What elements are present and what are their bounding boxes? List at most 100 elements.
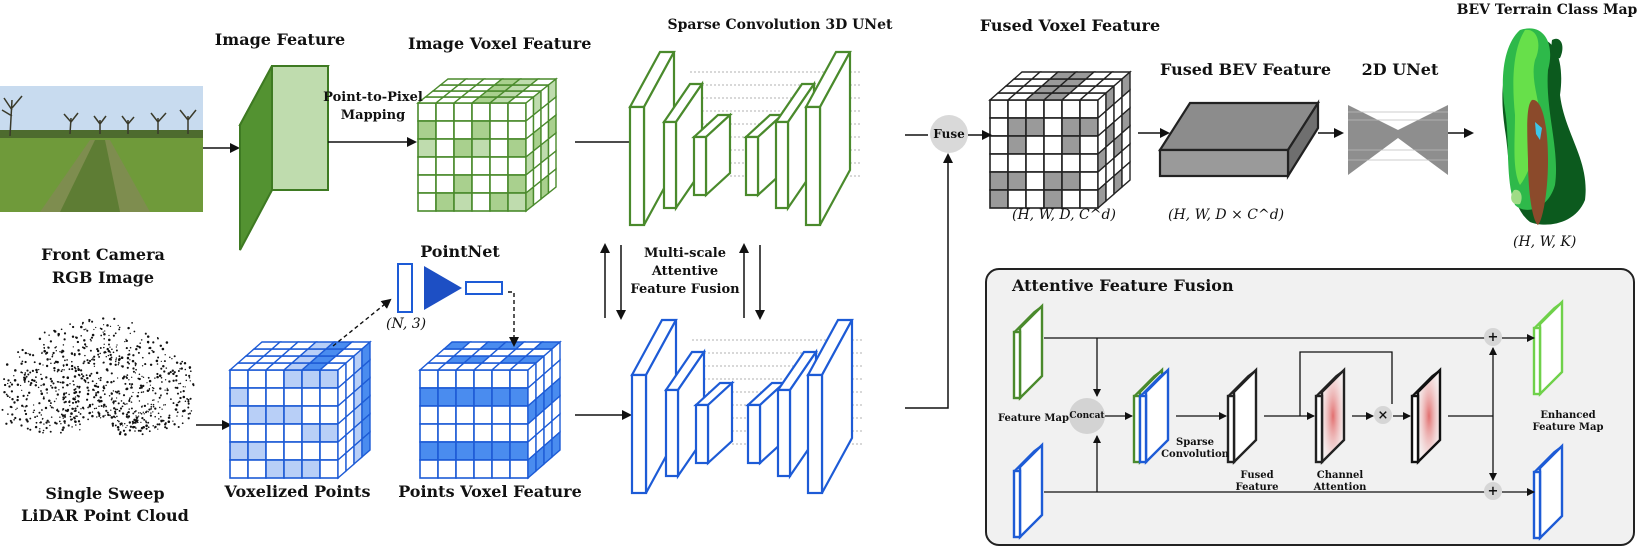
- lidar-point: [48, 421, 50, 423]
- lidar-point: [126, 424, 128, 427]
- lidar-point: [98, 405, 100, 407]
- lidar-point: [24, 360, 27, 364]
- lidar-point: [146, 382, 148, 384]
- unet-layer-front: [804, 105, 822, 227]
- lidar-point: [18, 418, 22, 421]
- lidar-point: [62, 396, 65, 399]
- lidar-point: [105, 405, 107, 408]
- sparse-conv-unets: [628, 50, 862, 495]
- panel-skip-line: [1299, 351, 1393, 416]
- unet-layer-front: [630, 373, 648, 495]
- lidar-point: [97, 399, 99, 402]
- label-channel: Channel: [1316, 470, 1364, 481]
- lidar-point: [91, 333, 95, 337]
- lidar-point: [151, 386, 154, 389]
- lidar-point: [137, 429, 140, 432]
- lidar-point: [70, 418, 73, 421]
- lidar-point: [164, 422, 167, 425]
- lidar-point: [125, 376, 128, 378]
- lidar-point: [41, 418, 44, 420]
- lidar-point: [21, 372, 24, 374]
- lidar-point: [154, 407, 157, 410]
- lidar-point: [73, 383, 75, 386]
- lidar-point: [48, 334, 50, 336]
- lidar-point: [119, 422, 121, 425]
- lidar-point: [49, 430, 52, 433]
- lidar-point: [148, 408, 151, 411]
- lidar-point: [122, 402, 125, 405]
- lidar-point: [171, 369, 174, 372]
- lidar-point: [139, 342, 141, 344]
- label-feature-map: Feature Map: [998, 413, 1069, 424]
- lidar-point: [155, 359, 159, 363]
- fused-voxel-feature-cube: [988, 70, 1132, 210]
- lidar-point: [156, 423, 159, 426]
- lidar-point: [105, 355, 108, 358]
- lidar-point: [141, 433, 144, 436]
- lidar-point: [71, 401, 75, 404]
- lidar-point: [160, 420, 163, 423]
- lidar-point: [89, 404, 92, 407]
- lidar-point: [103, 393, 106, 396]
- lidar-point: [142, 411, 144, 413]
- lidar-point: [176, 411, 179, 414]
- lidar-point: [62, 344, 65, 346]
- lidar-point: [147, 376, 150, 379]
- lidar-point: [141, 365, 144, 367]
- multi-scale-arrows: [600, 243, 765, 320]
- lidar-point: [33, 409, 36, 412]
- lidar-point: [74, 420, 76, 423]
- lidar-point: [68, 400, 71, 404]
- lidar-point: [115, 397, 118, 399]
- lidar-point: [118, 362, 120, 364]
- lidar-point: [59, 351, 61, 353]
- lidar-point: [138, 345, 140, 348]
- lidar-point: [117, 428, 120, 431]
- lidar-point: [172, 402, 175, 405]
- lidar-point: [38, 368, 40, 371]
- lidar-point: [45, 388, 49, 391]
- lidar-point: [129, 397, 131, 399]
- label-mapping: Mapping: [340, 108, 406, 123]
- lidar-point: [184, 386, 186, 388]
- lidar-point: [100, 404, 103, 408]
- lidar-point: [32, 404, 35, 406]
- lidar-point: [97, 385, 100, 388]
- lidar-point: [138, 378, 141, 381]
- lidar-point: [160, 395, 162, 397]
- lidar-point: [181, 415, 184, 417]
- lidar-point: [150, 403, 153, 406]
- lidar-point: [163, 360, 166, 363]
- lidar-point: [166, 388, 169, 392]
- lidar-point: [96, 347, 99, 351]
- lidar-point: [182, 389, 185, 393]
- lidar-point: [74, 390, 78, 394]
- lidar-point: [138, 412, 140, 414]
- points-sparse-unet: [630, 318, 862, 495]
- lidar-point: [150, 408, 152, 410]
- lidar-point: [106, 324, 109, 327]
- lidar-point: [118, 357, 121, 361]
- lidar-point: [190, 410, 193, 412]
- lidar-point: [102, 387, 106, 390]
- lidar-point: [98, 377, 100, 380]
- lidar-point: [142, 376, 145, 378]
- lidar-point: [143, 404, 147, 408]
- lidar-point: [134, 364, 137, 367]
- lidar-point: [92, 388, 95, 391]
- lidar-point: [22, 394, 25, 398]
- lidar-point: [117, 364, 120, 366]
- lidar-point: [69, 323, 71, 325]
- lidar-point: [104, 414, 106, 417]
- lidar-point: [14, 416, 17, 420]
- lidar-point: [182, 386, 184, 388]
- lidar-point: [152, 411, 154, 413]
- lidar-point: [141, 356, 144, 359]
- lidar-point: [53, 362, 56, 364]
- label-sparse: Sparse: [1176, 437, 1214, 448]
- lidar-point: [130, 401, 133, 403]
- lidar-point: [90, 340, 92, 342]
- lidar-point: [34, 416, 37, 419]
- lidar-point: [102, 406, 105, 408]
